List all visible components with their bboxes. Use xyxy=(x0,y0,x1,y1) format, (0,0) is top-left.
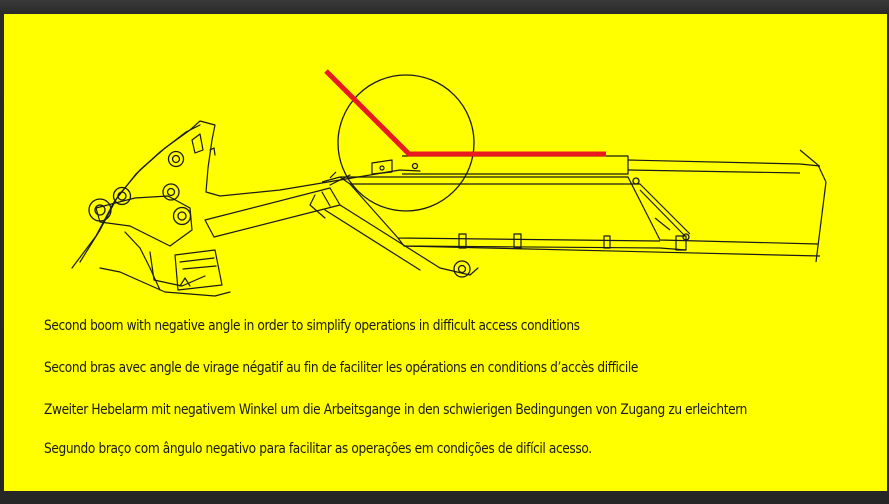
caption-german: Zweiter Hebelarm mit negativem Winkel um… xyxy=(44,402,747,418)
caption-english: Second boom with negative angle in order… xyxy=(44,318,580,334)
highlight-circle xyxy=(337,74,475,212)
negative-angle-highlight xyxy=(324,69,606,157)
caption-french: Second bras avec angle de virage négatif… xyxy=(44,360,638,376)
caption-portuguese: Segundo braço com ângulo negativo para f… xyxy=(44,441,592,457)
yellow-panel xyxy=(4,14,887,491)
